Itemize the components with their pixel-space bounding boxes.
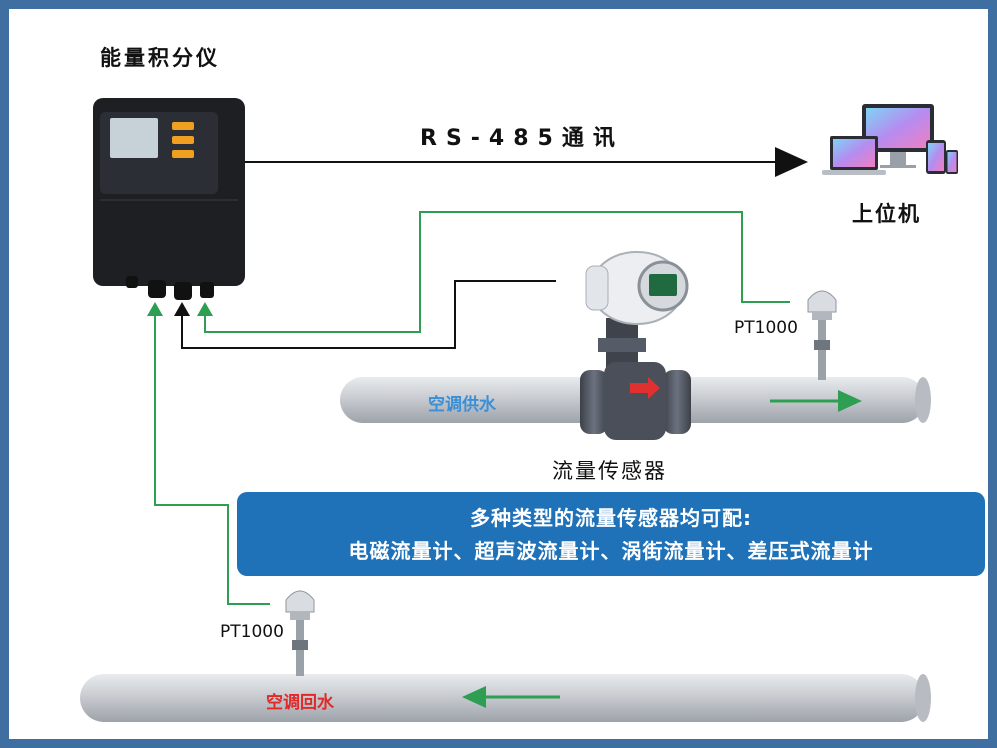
supply-flow-arrow [770, 390, 862, 412]
integrator-title: 能量积分仪 [100, 46, 220, 70]
flow-sensor-label: 流量传感器 [552, 459, 667, 483]
green-wire-arrowhead-1 [197, 302, 213, 316]
pt1000-lower-label: PT1000 [220, 622, 284, 642]
pt1000-probe-lower [285, 590, 315, 676]
computer-devices-icon [822, 104, 958, 175]
return-flow-arrow [462, 686, 560, 708]
electromagnetic-flowmeter [580, 251, 691, 440]
green-wire-upper-pt [204, 211, 790, 333]
compatibility-info-box: 多种类型的流量传感器均可配: 电磁流量计、超声波流量计、涡街流量计、差压式流量计 [237, 492, 985, 576]
green-wiring [154, 211, 790, 605]
host-computer-label: 上位机 [852, 202, 921, 226]
black-wire-arrowhead [174, 302, 190, 316]
energy-integrator-device [93, 98, 245, 300]
green-wire-lower-pt [154, 312, 270, 605]
info-line-2: 电磁流量计、超声波流量计、涡街流量计、差压式流量计 [348, 539, 874, 563]
green-wire-arrowhead-2 [147, 302, 163, 316]
device-screen [110, 118, 158, 158]
return-pipe-label: 空调回水 [266, 693, 334, 713]
rs485-label: RS-485通讯 [420, 126, 624, 151]
info-line-1: 多种类型的流量传感器均可配: [470, 506, 752, 530]
rs485-arrowhead [775, 147, 808, 177]
supply-pipe-label: 空调供水 [428, 395, 496, 415]
black-wire-flowmeter [181, 280, 556, 349]
pt1000-upper-label: PT1000 [734, 318, 798, 338]
pt1000-probe-upper [807, 290, 837, 380]
